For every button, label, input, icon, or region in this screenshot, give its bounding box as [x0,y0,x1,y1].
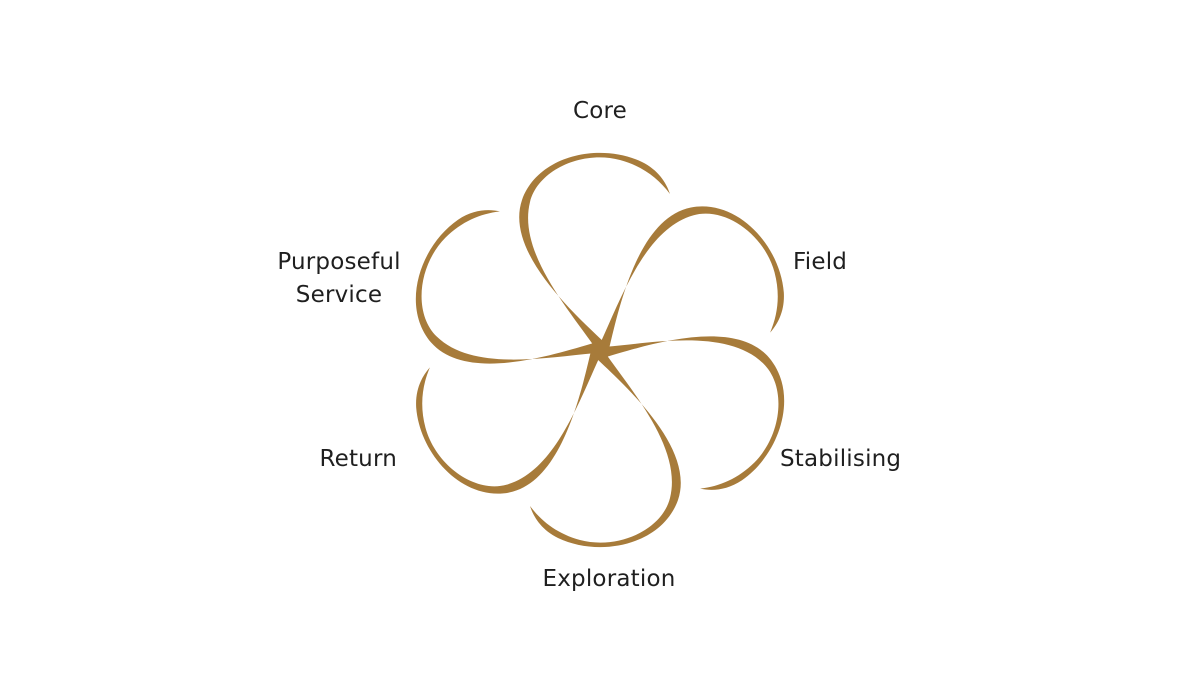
petal-return [416,350,600,494]
petal-purposeful-service [415,210,596,364]
petal-group [415,152,785,548]
petal-field [600,206,784,350]
label-purposeful-line2: Service [295,282,383,308]
label-core: Core [572,98,628,124]
petal-stabilising [604,336,785,490]
label-purposeful-line1: Purposeful [277,249,401,275]
label-return: Return [319,446,397,472]
label-field: Field [793,249,848,275]
petal-core [519,152,670,346]
petal-exploration [530,354,681,548]
label-exploration: Exploration [542,566,676,592]
emblem-center [591,341,609,359]
label-purposeful-service: Purposeful Service [277,246,400,312]
label-stabilising: Stabilising [780,446,902,472]
